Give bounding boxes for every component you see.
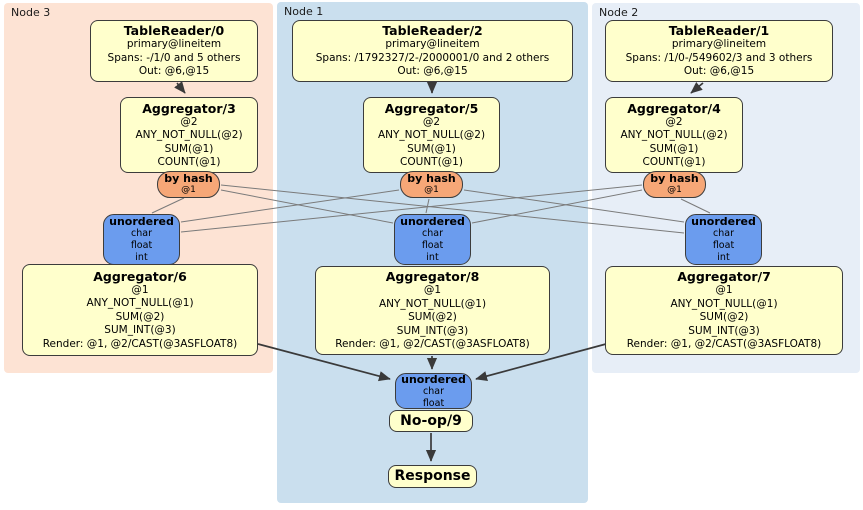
node1-region-label: Node 1: [284, 5, 324, 18]
aggregator-6-group: @1: [131, 283, 149, 296]
aggregator-5-fn1: ANY_NOT_NULL(@2): [377, 129, 486, 141]
aggregator-3-fn1: ANY_NOT_NULL(@2): [135, 129, 243, 141]
tablereader-1-title: TableReader/1: [668, 23, 770, 39]
aggregator-3-title: Aggregator/3: [142, 100, 236, 116]
tablereader-2-index: primary@lineitem: [385, 38, 480, 51]
byhash-router-3: by hash @1: [157, 171, 220, 198]
unordered-7-type1: char: [713, 228, 734, 239]
aggregator-3-box: Aggregator/3 @2 ANY_NOT_NULL(@2) SUM(@1)…: [120, 97, 258, 173]
aggregator-5-box: Aggregator/5 @2 ANY_NOT_NULL(@2) SUM(@1)…: [363, 97, 500, 173]
unordered-final-type1: char: [423, 385, 444, 397]
noop-9-box: No-op/9: [389, 410, 473, 432]
tablereader-2-title: TableReader/2: [382, 23, 483, 39]
noop-9-title: No-op/9: [400, 412, 462, 429]
byhash-3-col: @1: [181, 185, 196, 195]
aggregator-4-fn2: SUM(@1): [649, 142, 699, 155]
unordered-8-title: unordered: [400, 215, 465, 228]
aggregator-7-group: @1: [715, 284, 733, 297]
response-title: Response: [394, 468, 471, 484]
aggregator-6-fn1: ANY_NOT_NULL(@1): [86, 297, 194, 310]
unordered-3-type2: float: [130, 240, 153, 251]
aggregator-6-render: Render: @1, @2/CAST(@3ASFLOAT8): [42, 337, 238, 350]
aggregator-8-group: @1: [423, 284, 442, 297]
byhash-router-5: by hash @1: [400, 171, 463, 198]
unordered-sync-final: unordered char float: [395, 373, 472, 409]
node3-region-label: Node 3: [11, 6, 51, 19]
tablereader-0-box: TableReader/0 primary@lineitem Spans: -/…: [90, 20, 258, 82]
aggregator-3-fn2: SUM(@1): [164, 142, 214, 155]
response-box: Response: [388, 465, 477, 488]
unordered-sync-node1: unordered char float int: [394, 214, 471, 265]
tablereader-1-spans: Spans: /1/0-/549602/3 and 3 others: [625, 51, 813, 64]
unordered-7-title: unordered: [691, 215, 756, 228]
unordered-7-type3: int: [717, 252, 730, 263]
aggregator-8-fn2: SUM(@2): [408, 311, 457, 324]
tablereader-0-title: TableReader/0: [123, 23, 225, 39]
unordered-8-type1: char: [422, 228, 443, 239]
byhash-3-title: by hash: [164, 172, 213, 185]
tablereader-1-index: primary@lineitem: [671, 38, 767, 51]
aggregator-7-fn3: SUM_INT(@3): [688, 324, 760, 337]
aggregator-5-fn2: SUM(@1): [407, 142, 456, 155]
aggregator-8-title: Aggregator/8: [385, 269, 480, 285]
aggregator-8-box: Aggregator/8 @1 ANY_NOT_NULL(@1) SUM(@2)…: [315, 266, 550, 355]
byhash-5-col: @1: [424, 185, 439, 195]
aggregator-5-group: @2: [422, 115, 441, 128]
tablereader-2-out: Out: @6,@15: [397, 65, 468, 78]
tablereader-0-spans: Spans: -/1/0 and 5 others: [107, 51, 241, 64]
unordered-7-type2: float: [712, 240, 735, 251]
aggregator-7-fn1: ANY_NOT_NULL(@1): [670, 297, 778, 310]
tablereader-2-box: TableReader/2 primary@lineitem Spans: /1…: [292, 20, 573, 82]
unordered-8-type3: int: [426, 252, 439, 263]
aggregator-5-fn3: COUNT(@1): [400, 156, 463, 168]
unordered-final-title: unordered: [401, 372, 466, 386]
aggregator-7-fn2: SUM(@2): [699, 311, 749, 324]
unordered-sync-node3: unordered char float int: [103, 214, 180, 265]
tablereader-0-out: Out: @6,@15: [138, 65, 210, 78]
aggregator-8-fn3: SUM_INT(@3): [396, 324, 469, 337]
tablereader-0-index: primary@lineitem: [126, 38, 222, 51]
byhash-5-title: by hash: [407, 172, 456, 185]
aggregator-4-box: Aggregator/4 @2 ANY_NOT_NULL(@2) SUM(@1)…: [605, 97, 743, 173]
unordered-sync-node2: unordered char float int: [685, 214, 762, 265]
byhash-router-4: by hash @1: [643, 171, 706, 198]
aggregator-7-render: Render: @1, @2/CAST(@3ASFLOAT8): [626, 338, 822, 351]
aggregator-8-render: Render: @1, @2/CAST(@3ASFLOAT8): [335, 338, 530, 351]
aggregator-3-fn3: COUNT(@1): [157, 156, 221, 168]
aggregator-7-box: Aggregator/7 @1 ANY_NOT_NULL(@1) SUM(@2)…: [605, 266, 843, 355]
aggregator-6-fn3: SUM_INT(@3): [104, 324, 176, 337]
main-flow-arrows: [174, 81, 704, 462]
aggregator-5-title: Aggregator/5: [384, 100, 479, 116]
unordered-8-type2: float: [421, 240, 444, 251]
unordered-3-type1: char: [131, 228, 152, 239]
byhash-4-col: @1: [667, 185, 682, 195]
aggregator-4-fn3: COUNT(@1): [642, 156, 706, 168]
router-sync-links: [151, 184, 711, 234]
aggregator-7-title: Aggregator/7: [677, 269, 771, 285]
tablereader-1-out: Out: @6,@15: [683, 65, 755, 78]
aggregator-4-fn1: ANY_NOT_NULL(@2): [620, 129, 728, 141]
aggregator-4-title: Aggregator/4: [627, 100, 721, 116]
aggregator-6-title: Aggregator/6: [93, 268, 187, 284]
aggregator-6-box: Aggregator/6 @1 ANY_NOT_NULL(@1) SUM(@2)…: [22, 264, 258, 356]
aggregator-6-fn2: SUM(@2): [115, 310, 165, 323]
byhash-4-title: by hash: [650, 172, 699, 185]
tablereader-1-box: TableReader/1 primary@lineitem Spans: /1…: [605, 20, 833, 82]
aggregator-8-fn1: ANY_NOT_NULL(@1): [378, 297, 487, 310]
tablereader-2-spans: Spans: /1792327/2-/2000001/0 and 2 other…: [315, 51, 550, 64]
unordered-3-title: unordered: [109, 215, 174, 228]
unordered-3-type3: int: [135, 252, 148, 263]
unordered-final-type2: float: [422, 397, 445, 409]
node2-region-label: Node 2: [599, 6, 639, 19]
aggregator-3-group: @2: [180, 115, 198, 128]
aggregator-4-group: @2: [665, 115, 683, 128]
